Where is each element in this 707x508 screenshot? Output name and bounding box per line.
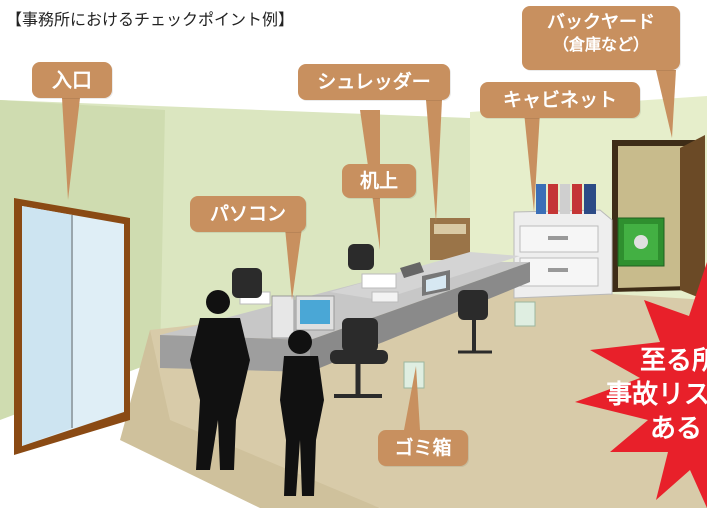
- callout-entrance-label: 入口: [52, 68, 92, 92]
- callout-cabinet-label: キャビネット: [502, 89, 617, 111]
- callout-trash: ゴミ箱: [378, 430, 468, 466]
- burst-line-1: 至る所: [640, 346, 707, 376]
- callout-shredder-label: シュレッダー: [317, 71, 431, 93]
- callout-shredder: シュレッダー: [298, 64, 450, 100]
- callout-desk-label: 机上: [359, 170, 398, 192]
- callout-cabinet: キャビネット: [480, 82, 640, 118]
- floor-edge: [120, 330, 380, 508]
- callout-pc-label: パソコン: [209, 203, 286, 225]
- laptops: [400, 262, 450, 296]
- page-title: 【事務所におけるチェックポイント例】: [6, 10, 295, 29]
- callout-backyard: バックヤード （倉庫など）: [522, 6, 680, 70]
- callout-pc: パソコン: [190, 196, 306, 232]
- people-silhouettes: [190, 290, 324, 496]
- office-chairs: [232, 244, 492, 398]
- pc-computer: [271, 295, 335, 339]
- callout-backyard-line1: バックヤード: [547, 12, 655, 33]
- safe-box: [617, 217, 665, 267]
- burst-line-2: 事故リスク: [606, 380, 707, 410]
- burst-line-3: ある: [650, 414, 703, 444]
- shredder: [430, 218, 470, 260]
- callout-desk: 机上: [342, 164, 416, 198]
- backyard-door: [612, 135, 705, 300]
- callout-trash-label: ゴミ箱: [394, 437, 452, 459]
- entrance-door: [14, 198, 130, 455]
- callout-pointers: [62, 70, 676, 430]
- cabinet: [513, 184, 613, 299]
- callout-entrance: 入口: [32, 62, 112, 98]
- warning-burst: [575, 262, 707, 508]
- callout-backyard-line2: （倉庫など）: [552, 35, 649, 54]
